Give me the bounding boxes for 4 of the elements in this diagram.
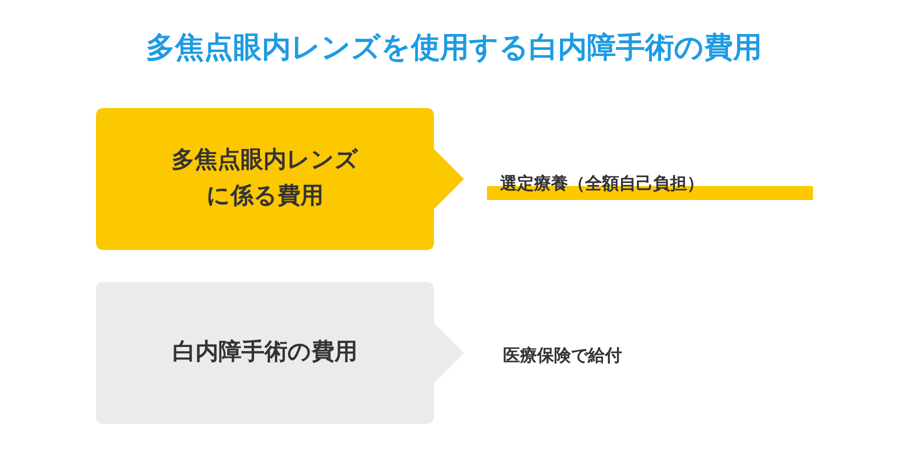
result-text: 医療保険で給付 — [503, 345, 622, 367]
box-label: 白内障手術の費用 — [172, 338, 358, 368]
box-label: 多焦点眼内レンズに係る費用 — [170, 146, 360, 211]
title: 多焦点眼内レンズを使用する白内障手術の費用 — [145, 29, 763, 66]
